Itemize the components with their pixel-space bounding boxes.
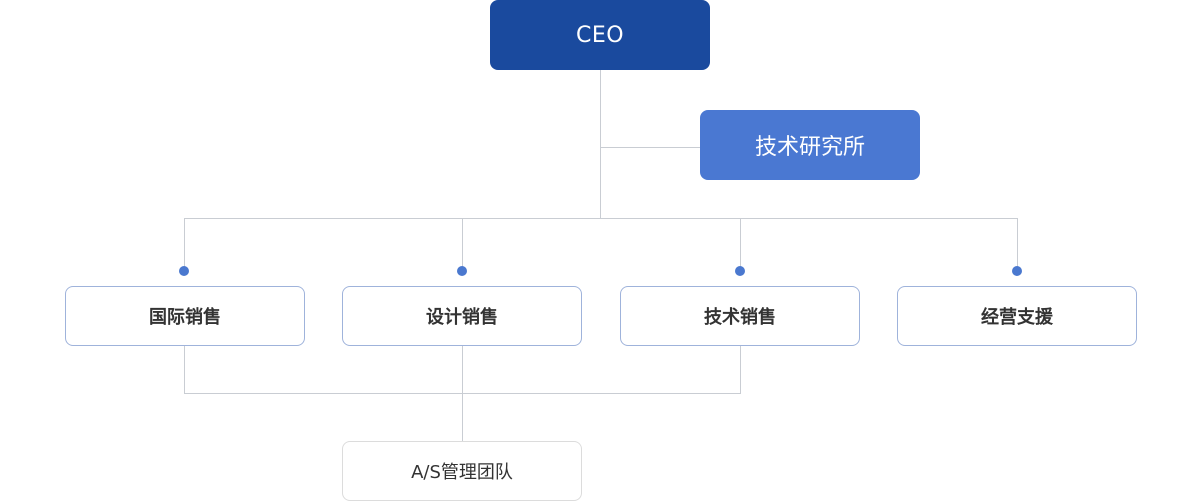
dept-node-international-sales: 国际销售 [65,286,305,346]
dept-drop-line-1 [184,218,185,270]
connector-dot-1 [179,266,189,276]
dept-drop-line-3 [740,218,741,270]
team-bus-line [184,393,741,394]
team-riser-line-1 [184,346,185,393]
connector-dot-2 [457,266,467,276]
ceo-node: CEO [490,0,710,70]
dept-bus-line [184,218,1018,219]
ceo-trunk-line [600,70,601,218]
team-riser-line-3 [740,346,741,393]
dept-node-technical-sales: 技术销售 [620,286,860,346]
connector-dot-4 [1012,266,1022,276]
dept-drop-line-4 [1017,218,1018,270]
connector-dot-3 [735,266,745,276]
dept-node-business-support: 经营支援 [897,286,1137,346]
as-team-node: A/S管理团队 [342,441,582,501]
research-lab-node: 技术研究所 [700,110,920,180]
dept-drop-line-2 [462,218,463,270]
dept-node-design-sales: 设计销售 [342,286,582,346]
lab-branch-line [600,147,700,148]
